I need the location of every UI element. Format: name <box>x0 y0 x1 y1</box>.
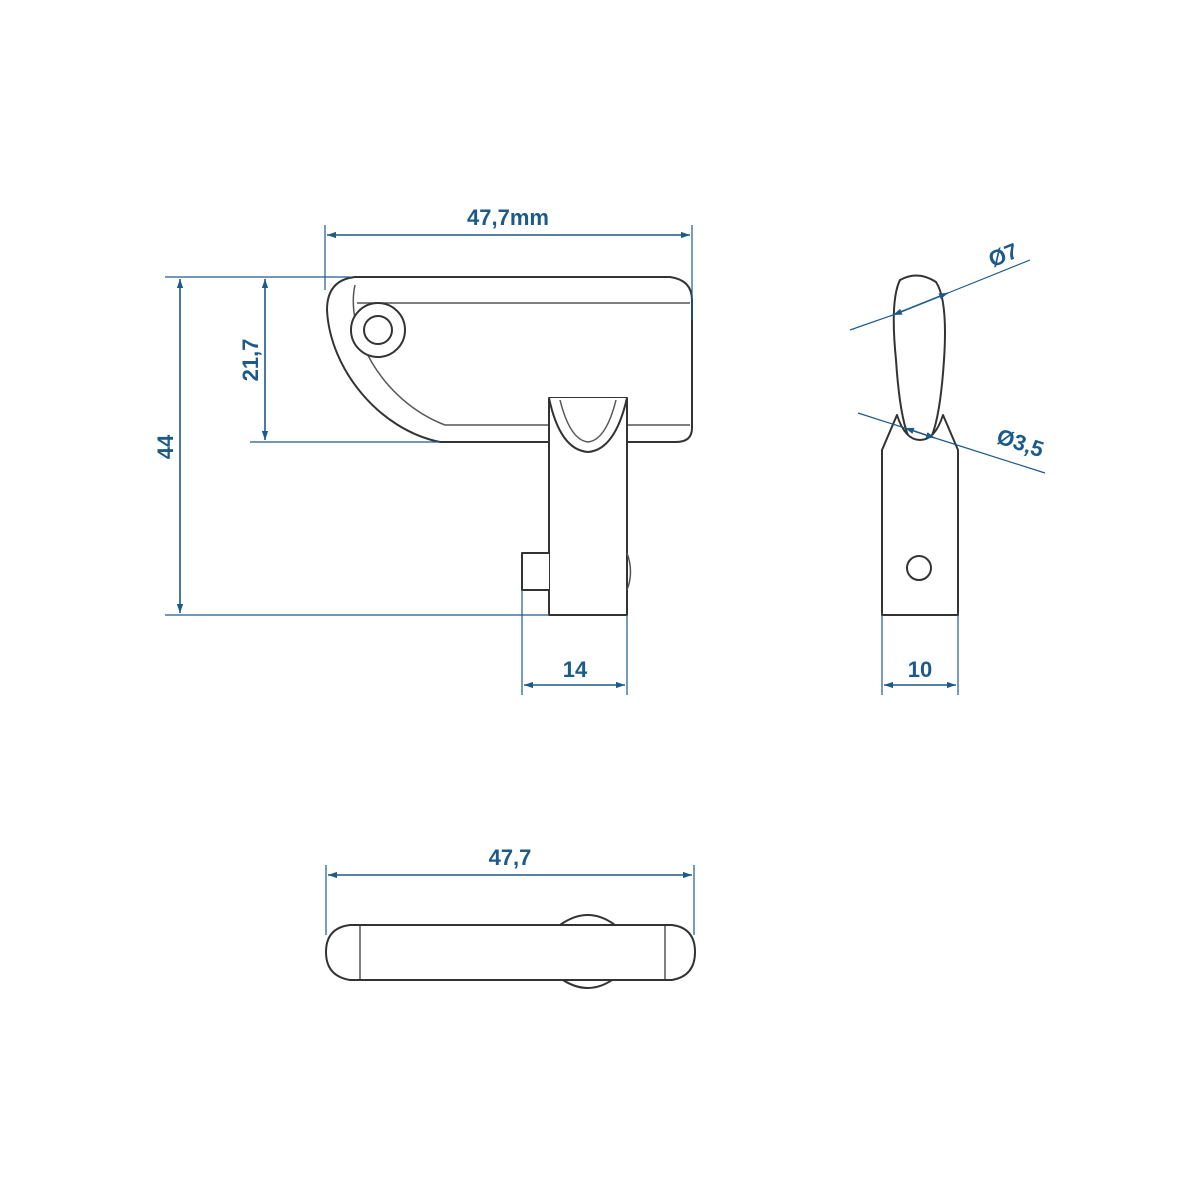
dim-side-width: 10 <box>908 657 932 682</box>
dim-hole-diameter: Ø3,5 <box>994 424 1047 463</box>
shaft-right-bump <box>626 552 632 591</box>
front-dimensions: 47,7mm 21,7 44 14 <box>153 205 693 695</box>
dim-head-height: 21,7 <box>238 339 263 382</box>
side-blade-hole <box>906 555 932 581</box>
side-handle <box>892 274 946 445</box>
top-bar <box>325 924 696 981</box>
dim-front-width: 47,7mm <box>467 205 549 230</box>
dim-total-height: 44 <box>153 434 178 459</box>
top-view <box>325 914 696 989</box>
side-blade <box>881 414 959 616</box>
shaft-notch <box>521 552 549 591</box>
key-head-inner-curve <box>352 284 690 426</box>
dim-top-width: 47,7 <box>489 845 532 870</box>
front-view <box>326 276 693 616</box>
side-view <box>881 274 959 616</box>
top-dimensions: 47,7 <box>325 845 695 935</box>
shaft-groove <box>548 397 628 453</box>
shaft-groove-inner <box>559 399 617 443</box>
key-head <box>326 276 693 443</box>
dim-head-diameter: Ø7 <box>985 238 1022 272</box>
ring-hole-inner <box>363 315 393 345</box>
dim-shaft-width: 14 <box>563 657 588 682</box>
